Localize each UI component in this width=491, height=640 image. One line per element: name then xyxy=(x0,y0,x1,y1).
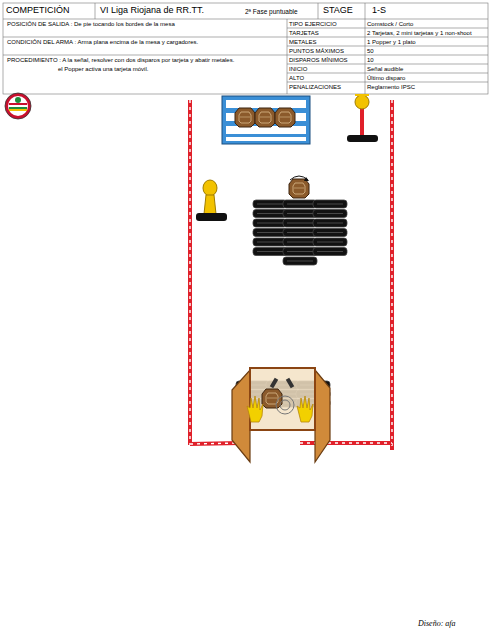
designer-credit: Diseño: afa xyxy=(418,620,456,629)
table-cell: DISPAROS MÍNIMOS xyxy=(289,57,348,64)
header-table xyxy=(3,3,488,94)
table-cell: 1-S xyxy=(372,6,386,16)
table-cell: ALTO xyxy=(289,75,304,82)
club-logo xyxy=(5,93,31,119)
table-cell: PENALIZACIONES xyxy=(289,84,341,91)
pallet xyxy=(222,96,310,144)
table-cell: PROCEDIMIENTO : A la señal, resolver con… xyxy=(7,57,234,64)
table-cell: VI Liga Riojana de RR.TT. xyxy=(100,6,204,16)
table-cell: el Popper activa una tarjeta móvil. xyxy=(58,66,148,73)
table-cell: 10 xyxy=(367,57,374,64)
table-cell: Reglamento IPSC xyxy=(367,84,415,91)
table-cell: STAGE xyxy=(323,6,353,16)
steel-plate xyxy=(347,94,378,142)
table-cell: CONDICIÓN DEL ARMA : Arma plana encima d… xyxy=(7,39,198,46)
table-cell: METALES xyxy=(289,39,317,46)
table-cell: Último disparo xyxy=(367,75,405,82)
table-cell: Señal audible xyxy=(367,66,403,73)
start-table xyxy=(232,368,330,462)
table-cell: INICIO xyxy=(289,66,307,73)
table-cell: 50 xyxy=(367,48,374,55)
table-cell: 2 Tarjetas, 2 mini tarjetas y 1 non-shoo… xyxy=(367,30,472,37)
table-cell: TARJETAS xyxy=(289,30,319,37)
tire-stack xyxy=(253,200,347,265)
table-cell: TIPO EJERCICIO xyxy=(289,21,337,28)
moving-target xyxy=(289,176,309,198)
table-cell: 2ª Fase puntuable xyxy=(245,8,298,15)
table-cell: 1 Popper y 1 plato xyxy=(367,39,416,46)
fault-line xyxy=(190,100,392,450)
table-cell: PUNTOS MÁXIMOS xyxy=(289,48,344,55)
table-cell: Comstock / Corto xyxy=(367,21,413,28)
table-cell: POSICIÓN DE SALIDA : De pie tocando los … xyxy=(7,21,175,28)
popper xyxy=(196,180,227,221)
table-cell: COMPETICIÓN xyxy=(6,6,70,16)
